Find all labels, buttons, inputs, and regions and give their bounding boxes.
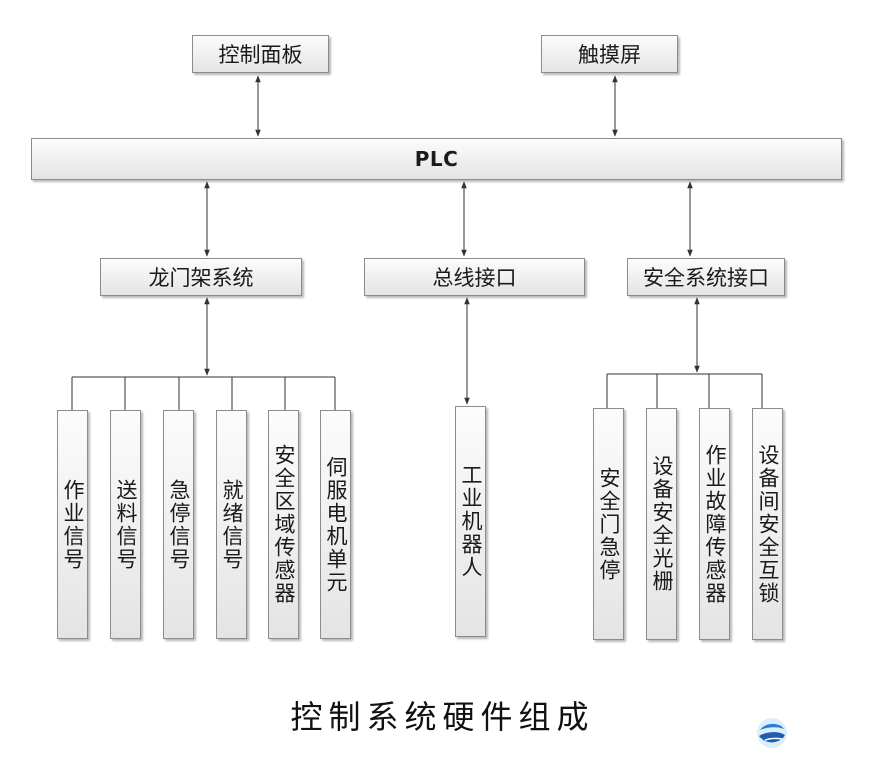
safety-item: 设备安全光栅 — [646, 408, 677, 640]
gantry-item: 作业信号 — [57, 410, 88, 639]
gantry-item: 急停信号 — [163, 410, 194, 639]
bus-interface-box: 总线接口 — [364, 258, 585, 296]
touchscreen-box: 触摸屏 — [541, 35, 678, 73]
control-panel-box: 控制面板 — [192, 35, 329, 73]
gantry-item: 伺服电机单元 — [320, 410, 351, 639]
diagram-caption: 控制系统硬件组成 — [290, 698, 595, 736]
gantry-item: 安全区域传感器 — [268, 410, 299, 639]
safety-interface-box: 安全系统接口 — [627, 258, 785, 296]
watermark-logo-icon — [757, 718, 787, 748]
gantry-item: 送料信号 — [110, 410, 141, 639]
industrial-robot-box: 工业机器人 — [455, 406, 486, 637]
safety-item: 设备间安全互锁 — [752, 408, 783, 640]
gantry-system-box: 龙门架系统 — [100, 258, 302, 296]
safety-item: 作业故障传感器 — [699, 408, 730, 640]
gantry-item: 就绪信号 — [216, 410, 247, 639]
plc-box: PLC — [31, 138, 842, 180]
safety-item: 安全门急停 — [593, 408, 624, 640]
